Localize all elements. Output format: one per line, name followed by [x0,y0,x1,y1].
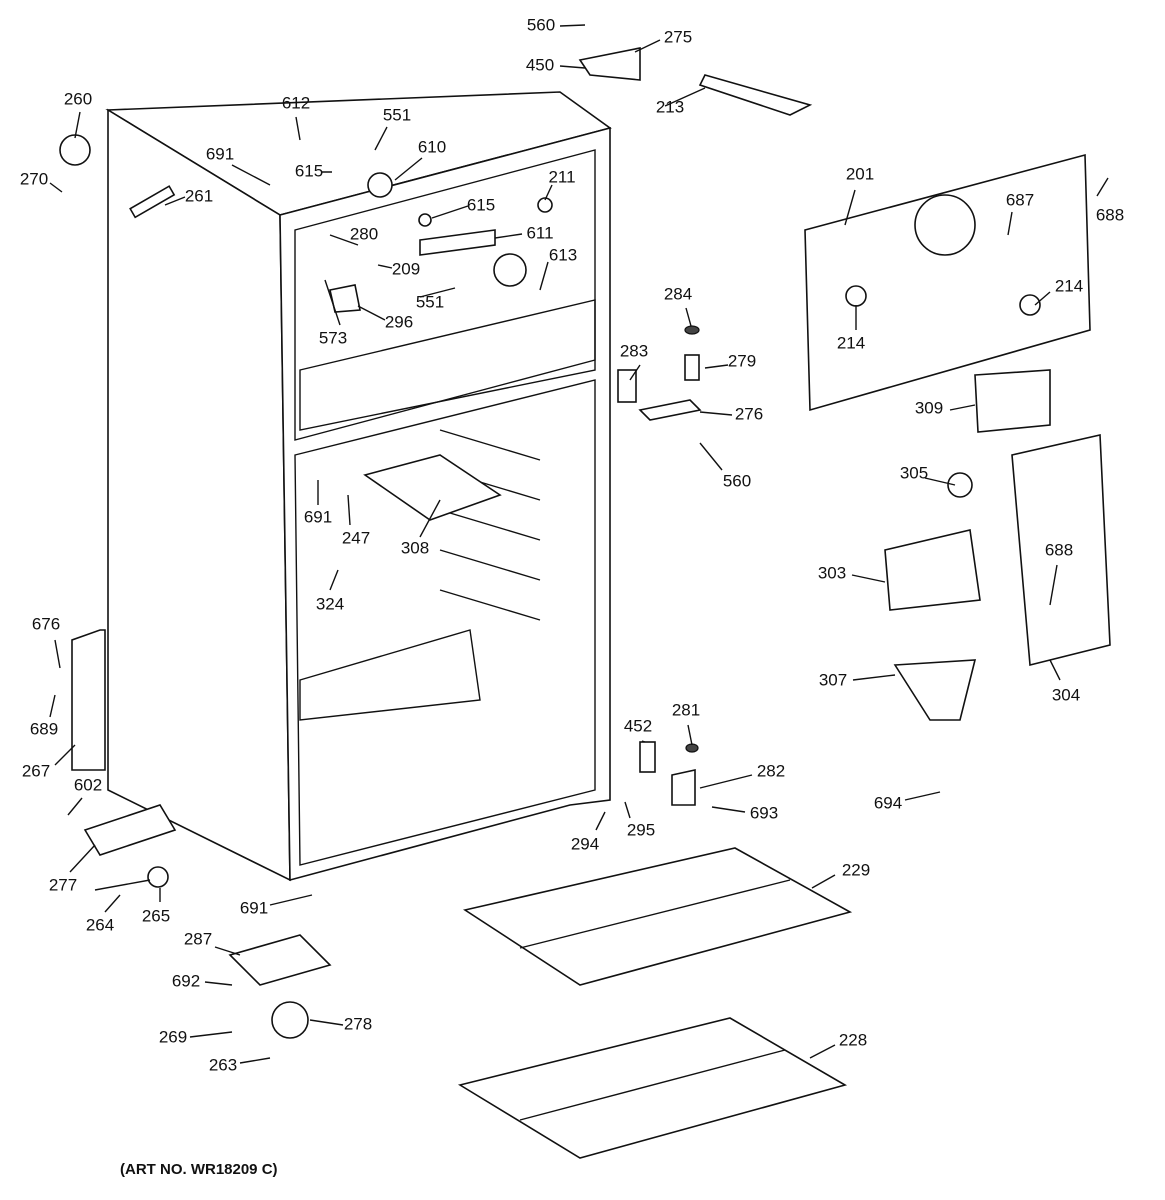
art-number: (ART NO. WR18209 C) [120,1161,278,1178]
callout-282: 282 [757,761,785,780]
part-265 [147,866,169,888]
callout-687: 687 [1006,190,1034,209]
callout-281: 281 [672,700,700,719]
callout-694: 694 [874,793,902,812]
callout-279: 279 [728,351,756,370]
part-308-shelf-cover [363,454,502,521]
callout-260: 260 [64,89,92,108]
callout-307: 307 [819,670,847,689]
callout-247: 247 [342,528,370,547]
part-267-bracket [71,629,106,771]
callout-551b: 551 [416,292,444,311]
callout-labels: 560 275 450 213 260 270 261 612 551 691 … [20,15,1124,1074]
part-303-damper [884,529,981,611]
callout-691: 691 [206,144,234,163]
callout-229: 229 [842,860,870,879]
callout-201: 201 [846,164,874,183]
callout-688: 688 [1096,205,1124,224]
part-287 [228,934,332,986]
part-260 [59,134,91,166]
callout-275: 275 [664,27,692,46]
callout-209: 209 [392,259,420,278]
callout-692: 692 [172,971,200,990]
callout-214b: 214 [837,333,865,352]
part-452 [639,741,656,773]
part-201-panel [804,153,1091,412]
callout-213: 213 [656,97,684,116]
callout-691c: 691 [240,898,268,917]
callout-280: 280 [350,224,378,243]
callout-573: 573 [319,328,347,347]
callout-267: 267 [22,761,50,780]
callout-611: 611 [526,223,553,242]
callout-615b: 615 [467,195,495,214]
leader-lines [49,24,1109,1064]
callout-284: 284 [664,284,692,303]
cabinet [105,91,612,882]
callout-278: 278 [344,1014,372,1033]
part-305 [947,472,973,498]
callout-602: 602 [74,775,102,794]
callout-304: 304 [1052,685,1080,704]
callout-287: 287 [184,929,212,948]
callout-615: 615 [295,161,323,180]
callout-276: 276 [735,404,763,423]
callout-261: 261 [185,186,213,205]
callout-450: 450 [526,55,554,74]
callout-309: 309 [915,398,943,417]
callout-612: 612 [282,93,310,112]
part-613-fan [493,253,527,287]
callout-283: 283 [620,341,648,360]
callout-295: 295 [627,820,655,839]
callout-294: 294 [571,834,599,853]
part-261 [129,185,176,219]
part-307 [893,659,977,721]
callout-691b: 691 [304,507,332,526]
callout-211: 211 [548,167,575,186]
callout-452: 452 [624,716,652,735]
callout-551: 551 [383,105,411,124]
callout-689: 689 [30,719,58,738]
callout-610: 610 [418,137,446,156]
part-611 [419,229,496,256]
callout-308: 308 [401,538,429,557]
callout-693: 693 [750,803,778,822]
callout-214: 214 [1055,276,1083,295]
callout-305: 305 [900,463,928,482]
callout-265: 265 [142,906,170,925]
callout-277: 277 [49,875,77,894]
part-277 [83,804,177,856]
part-304-duct [1011,434,1111,667]
fresh-food-opening [294,379,596,866]
callout-560: 560 [527,15,555,34]
callout-303: 303 [818,563,846,582]
callout-324: 324 [316,594,344,613]
callout-613: 613 [549,245,577,264]
part-213-ice-tray [698,74,813,116]
callout-269: 269 [159,1027,187,1046]
callout-676: 676 [32,614,60,633]
part-610 [367,172,393,198]
part-279 [684,354,700,381]
part-276 [638,399,702,421]
part-278-roller [271,1001,309,1039]
shelf-229 [462,847,853,986]
callout-296: 296 [385,312,413,331]
callout-264: 264 [86,915,114,934]
cabinet-side [107,108,291,882]
shelf-228 [457,1017,848,1159]
part-309-label [974,369,1051,433]
part-282 [671,769,696,806]
part-275-hinge [578,47,641,81]
callout-263: 263 [209,1055,237,1074]
callout-228: 228 [839,1030,867,1049]
callout-560b: 560 [723,471,751,490]
callout-270: 270 [20,169,48,188]
callout-688b: 688 [1045,540,1073,559]
